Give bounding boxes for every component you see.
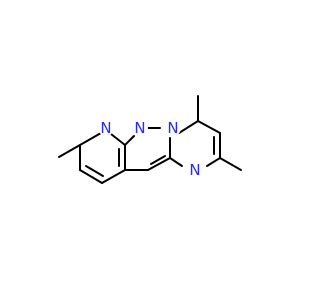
bond-layer: [58, 95, 242, 184]
bond: [85, 165, 104, 177]
bond: [169, 157, 183, 167]
nitrogen-atom: N: [132, 119, 148, 137]
atom-label: N: [189, 161, 200, 179]
atom-label: N: [100, 119, 111, 137]
bond: [58, 144, 81, 158]
bond: [197, 120, 221, 134]
atom-label: N: [167, 119, 178, 137]
bond: [178, 120, 199, 134]
bond: [79, 132, 102, 146]
bond: [110, 133, 126, 146]
bond: [150, 155, 166, 165]
bond: [147, 157, 171, 171]
bond: [79, 169, 103, 184]
nitrogen-atom: N: [165, 119, 181, 137]
molecule-diagram: N N N N: [58, 95, 242, 184]
atom-label: N: [134, 119, 145, 137]
nitrogen-atom: N: [98, 119, 114, 137]
atom-layer: N N N N: [98, 119, 203, 179]
bond: [206, 157, 221, 167]
bond: [101, 169, 126, 184]
bond: [219, 157, 242, 171]
bond: [124, 135, 135, 146]
nitrogen-atom: N: [187, 161, 203, 179]
